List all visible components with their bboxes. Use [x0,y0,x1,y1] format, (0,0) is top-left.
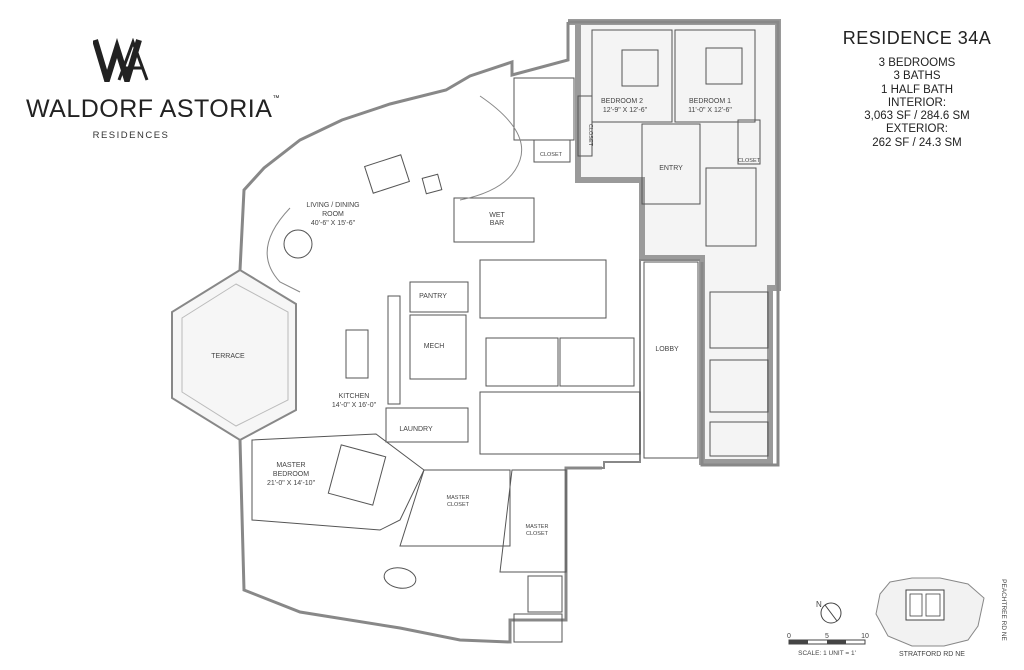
label-wetbar-2: BAR [490,220,504,227]
north-label: N [816,600,822,609]
label-master-2: BEDROOM [273,471,309,478]
label-closet-b: CLOSET [587,124,593,147]
elevator-east-2 [709,359,769,413]
info-interior-area: 3,063 SF / 284.6 SM [864,110,970,123]
label-master-closet1-2: CLOSET [447,502,470,508]
label-bedroom2: BEDROOM 2 [601,98,643,105]
label-wetbar-1: WET [489,212,505,219]
south-wall-core [566,259,700,469]
label-living-size: 40'-6" X 15'-6" [311,220,356,227]
elevator-1 [485,337,559,387]
key-plan: STRATFORD RD NE PEACHTREE RD NE [875,577,1007,658]
label-living: LIVING / DINING [306,202,359,209]
bath-east [705,167,757,247]
lobby-walls [643,261,699,459]
scale-tick-10: 10 [861,633,869,640]
label-living-2: ROOM [322,211,344,218]
street-peachtree: PEACHTREE RD NE [1000,579,1007,641]
scale-tick-0: 0 [787,633,791,640]
closet-b-walls [577,95,593,157]
kitchen-island [345,329,369,379]
bedroom1-walls [674,29,756,123]
brand-name: WALDORF ASTORIA™ [26,95,280,123]
dining-table [283,229,313,259]
master-bedroom-walls [251,433,425,531]
mech-walls [409,314,467,380]
label-bedroom1-size: 11'-0" X 12'-6" [688,107,732,114]
stair-2 [479,391,641,455]
bed-bedroom2 [621,49,659,87]
exterior-walls [568,19,781,465]
label-kitchen: KITCHEN [339,393,370,400]
kitchen-counter [387,295,401,405]
bed-bedroom1 [705,47,743,85]
living-curve [459,95,523,201]
label-bedroom1: BEDROOM 1 [689,98,731,105]
master-tub [383,567,417,589]
label-pantry: PANTRY [419,293,447,300]
label-master-closet2-2: CLOSET [526,531,549,537]
pantry-walls [409,281,469,313]
residence-title: RESIDENCE 34A [842,28,992,48]
street-stratford: STRATFORD RD NE [899,651,965,658]
stair-1 [479,259,607,319]
label-master-size: 21'-0" X 14'-10" [267,480,316,487]
info-bedrooms: 3 BEDROOMS [878,57,956,69]
bathroom-north [513,77,575,141]
residence-info: RESIDENCE 34A 3 BEDROOMS 3 BATHS 1 HALF … [822,28,1012,150]
info-baths: 3 BATHS [893,70,941,83]
terrace-inner [181,283,289,427]
info-half-bath: 1 HALF BATH [881,83,953,96]
bedroom2-walls [591,29,673,123]
label-entry: ENTRY [659,165,683,172]
elevator-east-3 [709,421,769,457]
brand-subtitle: RESIDENCES [92,130,170,141]
master-bed [327,444,387,506]
label-master: MASTER [276,462,305,469]
trademark-mark: ™ [272,95,280,102]
north-wall-living [238,22,570,271]
master-closet-1-walls [399,469,511,547]
label-closet-a: CLOSET [540,152,563,158]
armchair [421,173,443,195]
label-lobby: LOBBY [655,346,679,353]
east-wing-wall [568,20,780,467]
master-closet-2-walls [499,469,567,573]
sofa [363,154,411,194]
label-terrace: TERRACE [211,353,245,360]
info-exterior-area: 262 SF / 24.3 SM [872,136,962,149]
closet-c-walls [737,119,761,165]
label-master-closet1-1: MASTER [447,495,470,501]
scale-tick-5: 5 [825,633,829,640]
elevator-east-1 [709,291,769,349]
waldorf-logo-icon [93,38,149,82]
label-kitchen-size: 14'-0" X 16'-0" [332,402,377,409]
label-master-closet2-1: MASTER [526,524,549,530]
entry-walls [641,123,701,205]
laundry-walls [385,407,469,443]
living-bay [266,207,301,293]
wetbar-walls [453,197,535,243]
label-closet-c: CLOSET [738,158,761,164]
scale-text: SCALE: 1 UNIT = 1' [798,650,856,657]
label-bedroom2-size: 12'-9" X 12'-6" [603,107,648,114]
label-mech: MECH [424,343,445,350]
closet-a-walls [533,139,571,163]
north-arrow-icon: N [816,600,842,624]
room-labels: BEDROOM 2 12'-9" X 12'-6" BEDROOM 1 11'-… [211,98,760,537]
elevator-2 [559,337,635,387]
master-shower [527,575,563,613]
info-exterior-label: EXTERIOR: [886,123,948,136]
scale-bar: 0 5 10 SCALE: 1 UNIT = 1' [787,633,869,657]
info-interior-label: INTERIOR: [887,96,947,109]
label-laundry: LAUNDRY [399,426,433,433]
master-toilet-room [513,613,563,643]
